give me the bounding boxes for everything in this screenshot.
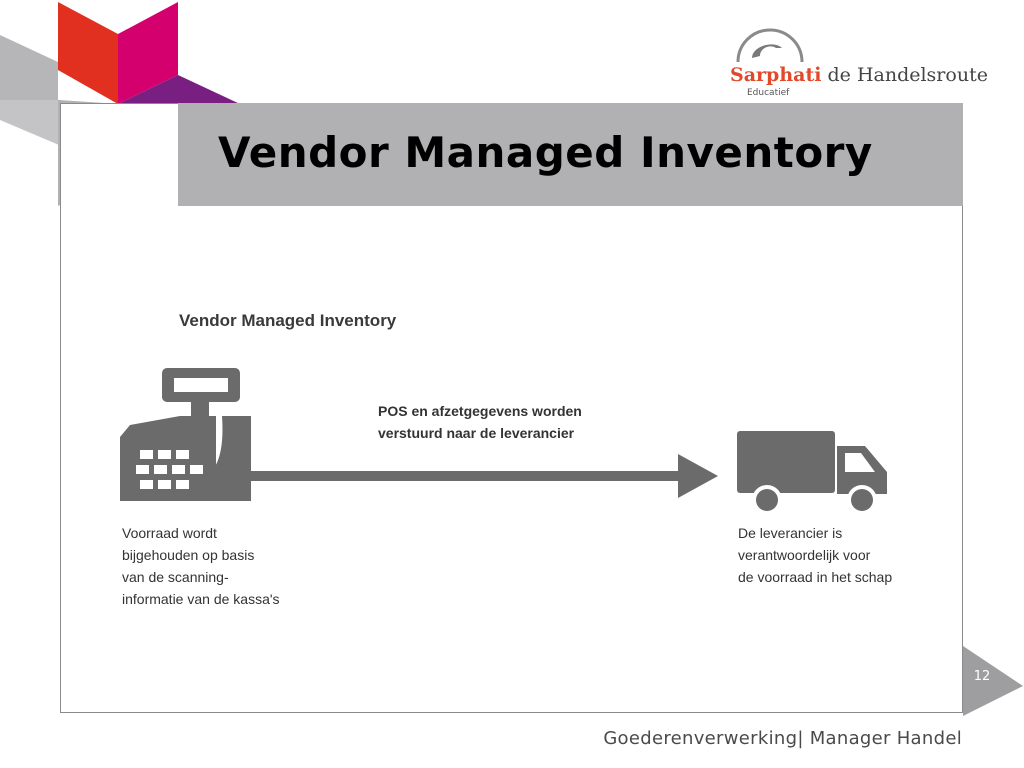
caption-line: de voorraad in het schap — [738, 569, 893, 585]
title-band — [178, 103, 963, 206]
cash-register-icon — [120, 368, 251, 501]
flow-label-line: verstuurd naar de leverancier — [378, 425, 575, 441]
logo-brand: Sarphati — [730, 64, 822, 86]
logo-wordmark: Sarphati de Handelsroute — [730, 64, 988, 86]
flow-label-line: POS en afzetgegevens worden — [378, 403, 582, 419]
page-number: 12 — [973, 669, 991, 684]
sarphati-logo: Sarphati de Handelsroute Educatief — [725, 28, 988, 100]
delivery-truck-icon — [737, 431, 887, 515]
target-caption: De leverancier is verantwoordelijk voor … — [738, 522, 958, 588]
caption-line: Voorraad wordt — [122, 525, 217, 541]
caption-line: verantwoordelijk voor — [738, 547, 871, 563]
source-caption: Voorraad wordt bijgehouden op basis van … — [122, 522, 352, 610]
caption-line: van de scanning- — [122, 569, 229, 585]
gray-shape — [0, 35, 58, 100]
red-shape — [58, 2, 118, 104]
logo-subtitle: Educatief — [747, 88, 790, 98]
page-number-tab — [963, 646, 1023, 716]
flow-arrow — [250, 454, 718, 498]
caption-line: De leverancier is — [738, 525, 843, 541]
magenta-shape — [118, 2, 178, 104]
flow-label: POS en afzetgegevens worden verstuurd na… — [378, 400, 582, 444]
caption-line: bijgehouden op basis — [122, 547, 255, 563]
slide-title: Vendor Managed Inventory — [218, 128, 873, 177]
caption-line: informatie van de kassa's — [122, 591, 280, 607]
slide-footer: Goederenverwerking| Manager Handel — [603, 728, 962, 749]
logo-name: de Handelsroute — [821, 64, 988, 86]
logo-arc-icon — [736, 28, 804, 63]
diagram-title: Vendor Managed Inventory — [179, 311, 397, 330]
